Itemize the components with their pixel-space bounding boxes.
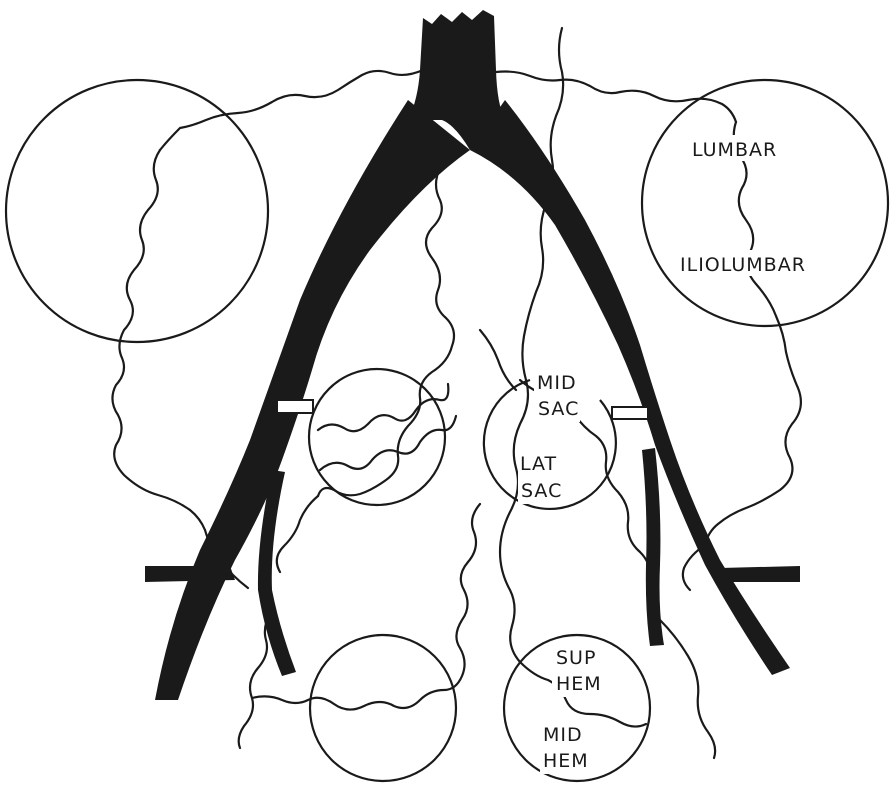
right-ligature-clip [612, 407, 648, 419]
lat-sac-label-line1: LAT [520, 453, 557, 475]
left-ligature-clip [277, 400, 313, 413]
lat-sac-label-line2: SAC [521, 480, 562, 502]
left-lateral-branch [145, 566, 235, 582]
left-hemorrhoidal-circle [310, 635, 456, 781]
left-hemorrhoidal-vessel [252, 504, 480, 710]
sup-hem-label-line1: SUP [556, 647, 596, 669]
right-iliolumbar-vessel [705, 122, 801, 545]
sup-hem-label-line2: HEM [556, 673, 602, 695]
right-lumbar-circle [642, 80, 888, 326]
mid-sac-label-line2: SAC [538, 398, 579, 420]
right-lumbar-vessel [496, 72, 736, 123]
left-sacral-wavy-2 [320, 416, 456, 470]
right-internal-iliac-artery [642, 448, 664, 646]
lumbar-label: LUMBAR [692, 139, 777, 161]
mid-hem-label-line1: MID [543, 724, 583, 746]
right-lateral-branch [715, 566, 800, 582]
left-lumbar-circle [6, 80, 268, 342]
left-gluteal-vessel [277, 496, 318, 572]
left-sacral-wavy-1 [318, 384, 448, 431]
mid-hem-label-line2: HEM [543, 750, 589, 772]
left-lumbar-vessel [160, 70, 423, 150]
iliolumbar-label: ILIOLUMBAR [680, 254, 806, 276]
right-deep-vessel [480, 330, 516, 390]
right-superior-hemorrhoidal-vessel [660, 620, 715, 758]
mid-sac-label-line1: MID [537, 372, 577, 394]
